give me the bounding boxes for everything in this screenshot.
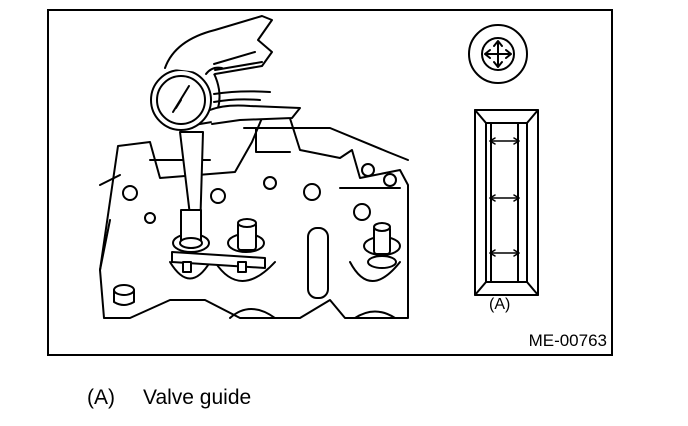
hand-drawing: [164, 15, 301, 125]
valve-guide-callout: (A): [489, 296, 511, 313]
legend-text: Valve guide: [143, 386, 252, 409]
figure-id: ME-00763: [528, 331, 607, 350]
legend-key: (A): [87, 386, 115, 409]
cylinder-head-drawing: [99, 111, 409, 319]
figure-frame: ME-00763: [47, 9, 613, 356]
legend: (A) Valve guide: [87, 386, 251, 410]
valve-guide-section: [474, 109, 539, 296]
measure-directions-icon: [468, 24, 528, 84]
